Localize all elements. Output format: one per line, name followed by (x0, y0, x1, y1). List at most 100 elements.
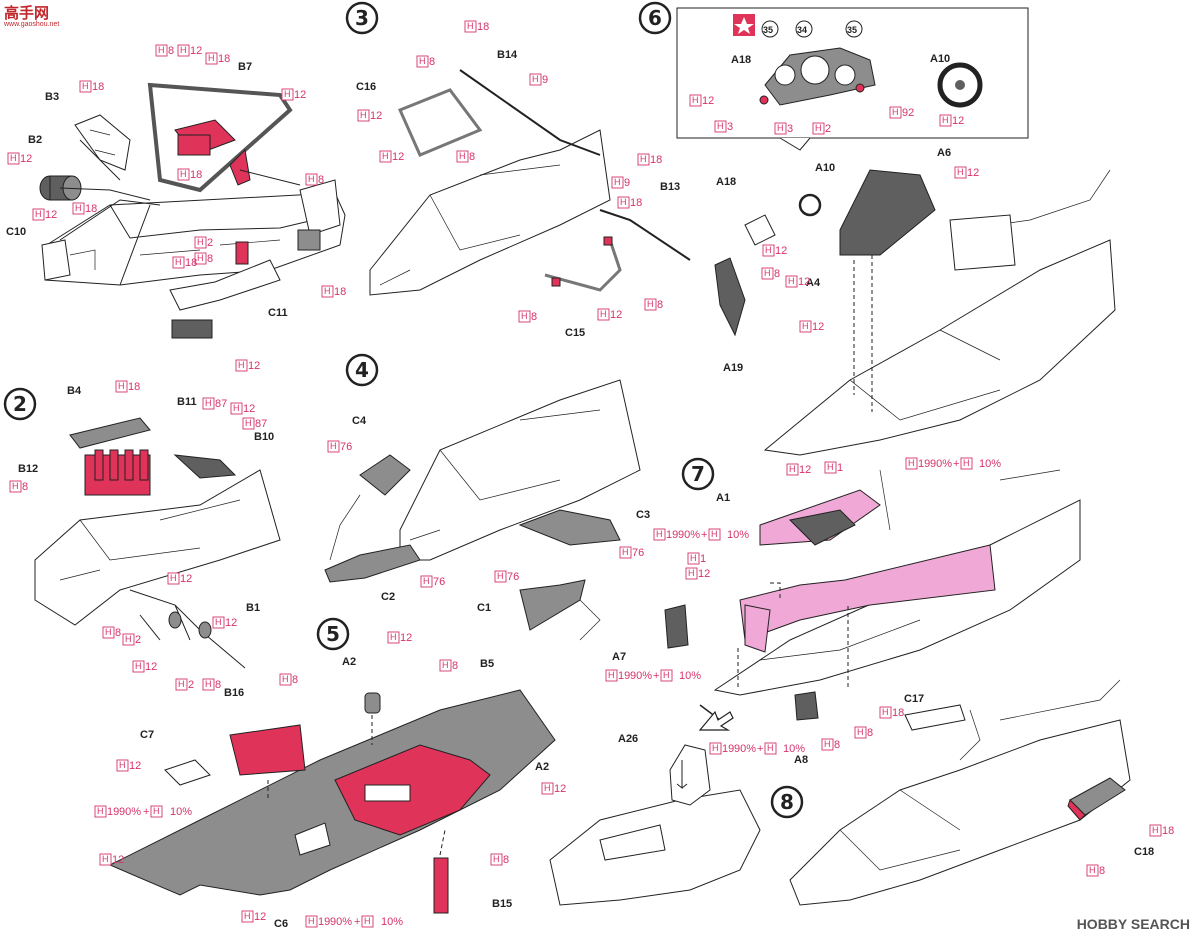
label-c15: C15 (565, 327, 585, 339)
svg-text:H: H (640, 154, 647, 164)
svg-text:+: + (953, 458, 959, 470)
label-b14: B14 (497, 49, 518, 61)
svg-text:2: 2 (188, 679, 194, 691)
svg-text:12: 12 (392, 151, 404, 163)
svg-text:18: 18 (650, 154, 662, 166)
step-7-marker (681, 457, 715, 491)
step-5-marker (316, 617, 350, 651)
svg-text:8: 8 (452, 660, 458, 672)
svg-text:H: H (497, 571, 504, 581)
svg-text:18: 18 (185, 257, 197, 269)
svg-text:H: H (170, 573, 177, 583)
svg-text:12: 12 (112, 854, 124, 866)
svg-text:H: H (364, 916, 371, 926)
svg-text:H: H (118, 381, 125, 391)
svg-text:+: + (354, 916, 360, 928)
svg-text:12: 12 (145, 661, 157, 673)
svg-text:H: H (12, 481, 19, 491)
svg-text:87: 87 (215, 398, 227, 410)
svg-text:H: H (857, 727, 864, 737)
svg-text:8: 8 (292, 674, 298, 686)
label-c10: C10 (6, 226, 26, 238)
svg-text:12: 12 (400, 632, 412, 644)
svg-text:12: 12 (702, 95, 714, 107)
svg-text:H: H (647, 299, 654, 309)
svg-text:H: H (153, 806, 160, 816)
svg-text:12: 12 (370, 110, 382, 122)
svg-text:H: H (178, 679, 185, 689)
svg-text:10%: 10% (979, 458, 1001, 470)
svg-text:H: H (308, 174, 315, 184)
label-c16: C16 (356, 81, 376, 93)
svg-text:76: 76 (433, 576, 445, 588)
svg-text:12: 12 (812, 321, 824, 333)
svg-text:8: 8 (168, 45, 174, 57)
svg-text:H: H (712, 743, 719, 753)
svg-text:H: H (282, 674, 289, 684)
label-a2: A2 (342, 656, 356, 668)
svg-text:H: H (765, 245, 772, 255)
svg-text:87: 87 (255, 418, 267, 430)
svg-text:90%: 90% (734, 743, 756, 755)
label-a10-inset: A10 (930, 53, 950, 65)
svg-text:12: 12 (610, 309, 622, 321)
svg-text:H: H (815, 123, 822, 133)
step-3-marker (345, 1, 379, 35)
label-a18-inset: A18 (731, 54, 751, 66)
svg-text:18: 18 (892, 707, 904, 719)
svg-text:H: H (324, 286, 331, 296)
svg-text:H: H (390, 632, 397, 642)
svg-text:H: H (942, 115, 949, 125)
svg-text:19: 19 (618, 670, 630, 682)
svg-text:H: H (245, 418, 252, 428)
svg-text:H: H (764, 268, 771, 278)
svg-text:76: 76 (507, 571, 519, 583)
svg-text:H: H (102, 854, 109, 864)
label-a6: A6 (937, 147, 951, 159)
svg-text:H: H (692, 95, 699, 105)
svg-text:76: 76 (340, 441, 352, 453)
step-2-number: 2 (13, 392, 27, 416)
svg-text:12: 12 (952, 115, 964, 127)
step-2-marker (3, 387, 37, 421)
svg-text:H: H (197, 253, 204, 263)
svg-text:H: H (544, 783, 551, 793)
svg-text:2: 2 (207, 237, 213, 249)
svg-text:H: H (238, 360, 245, 370)
svg-text:12: 12 (225, 617, 237, 629)
svg-text:H: H (205, 679, 212, 689)
svg-text:12: 12 (190, 45, 202, 57)
svg-text:3: 3 (727, 121, 733, 133)
svg-text:H: H (125, 634, 132, 644)
label-b11: B11 (177, 396, 197, 408)
step-7-number: 7 (691, 462, 705, 486)
label-b15: B15 (492, 898, 512, 910)
svg-text:9: 9 (624, 177, 630, 189)
